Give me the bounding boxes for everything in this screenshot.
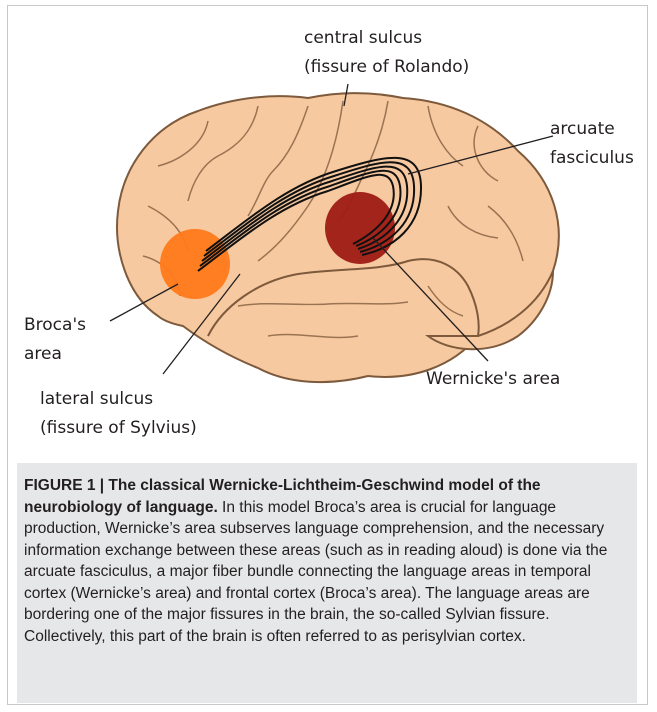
label-central-sulcus-1: central sulcus xyxy=(304,28,422,48)
label-broca-2: area xyxy=(24,344,62,364)
label-wernicke: Wernicke's area xyxy=(426,369,560,389)
figure-caption: FIGURE 1 | The classical Wernicke-Lichth… xyxy=(24,475,634,647)
label-central-sulcus-2: (fissure of Rolando) xyxy=(304,57,469,77)
label-broca-1: Broca's xyxy=(24,315,86,335)
label-lateral-1: lateral sulcus xyxy=(40,389,153,409)
label-arcuate-2: fasciculus xyxy=(550,148,634,168)
brain-diagram: central sulcus (fissure of Rolando) arcu… xyxy=(8,6,648,446)
label-arcuate-1: arcuate xyxy=(550,119,615,139)
caption-body: In this model Broca’s area is crucial fo… xyxy=(24,499,607,645)
caption-box: FIGURE 1 | The classical Wernicke-Lichth… xyxy=(17,463,637,703)
label-lateral-2: (fissure of Sylvius) xyxy=(40,418,197,438)
